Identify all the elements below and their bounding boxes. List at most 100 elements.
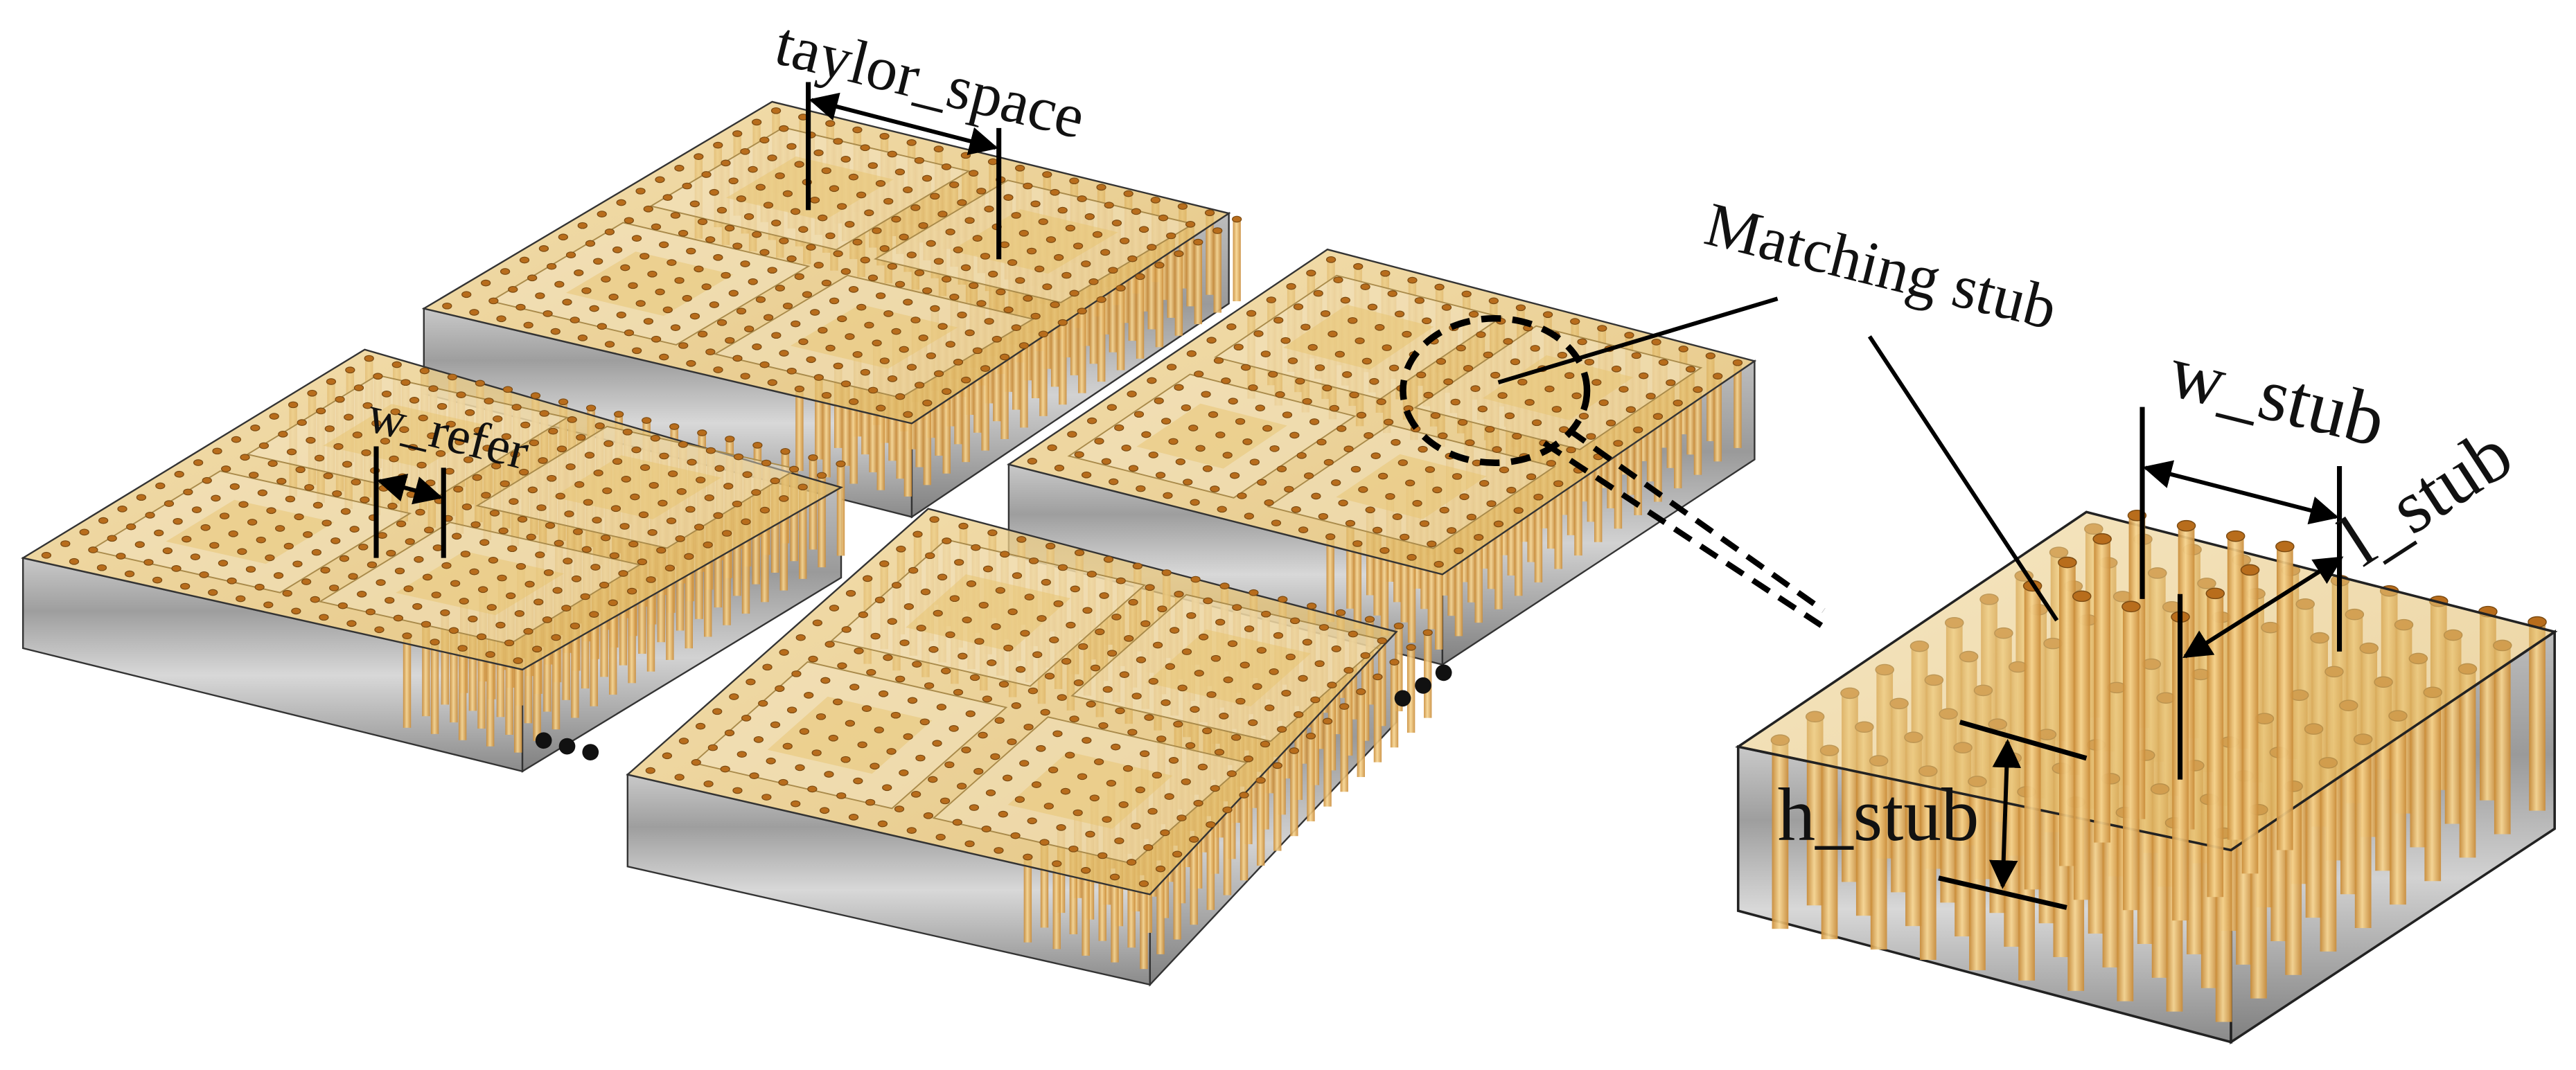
- l-stub-arrow: [2182, 556, 2344, 659]
- pillar-top: [812, 619, 822, 627]
- zoom-highlight-circle: [1400, 314, 1591, 466]
- pillar-top: [555, 492, 565, 500]
- pillar-top: [1188, 425, 1199, 431]
- pillar-top: [1024, 594, 1034, 600]
- pillar-top: [1331, 479, 1341, 486]
- pillar-top: [1293, 303, 1304, 310]
- pillar-top: [1325, 533, 1336, 540]
- pillar-top: [694, 524, 705, 530]
- pillar-top: [870, 763, 880, 770]
- pillar-top: [649, 481, 659, 489]
- pillar-top: [1260, 740, 1271, 748]
- pillar-top: [1512, 432, 1522, 440]
- pillar-top: [1090, 664, 1101, 672]
- pillar-top: [1349, 391, 1359, 399]
- pillar: [1273, 765, 1282, 851]
- pillar-top: [1108, 267, 1118, 274]
- pillar-top: [682, 182, 692, 190]
- pillar-top: [529, 439, 540, 447]
- pillar-top: [1322, 717, 1333, 725]
- pillar-top: [1486, 500, 1497, 508]
- pillar-top: [592, 517, 602, 524]
- pillar-top: [1333, 276, 1343, 284]
- pillar-top: [1375, 323, 1385, 331]
- pillar-top: [1038, 218, 1048, 226]
- pillar-top: [1361, 357, 1373, 365]
- pillar-top: [732, 355, 743, 362]
- pillar-top: [810, 309, 820, 316]
- pillar-top: [933, 145, 944, 152]
- pillar-top: [1611, 365, 1622, 373]
- pillar-top: [759, 249, 770, 256]
- pillar-top: [1040, 708, 1050, 716]
- pillar-top: [698, 330, 708, 338]
- pillar-top: [964, 840, 975, 848]
- pillar-top: [922, 400, 933, 407]
- pillar-top: [455, 438, 465, 446]
- pillar-top: [1015, 277, 1025, 284]
- pillar: [1587, 436, 1596, 522]
- board-right: [1007, 248, 1757, 666]
- pillar-top: [1257, 479, 1267, 486]
- pillar-top: [1053, 600, 1064, 607]
- unit-cell-core-0: [565, 251, 734, 316]
- pillar: [714, 515, 723, 608]
- pillar-top: [608, 294, 619, 301]
- pillar-top: [1104, 202, 1114, 209]
- pillar-top: [481, 492, 491, 499]
- pillar-top: [1380, 269, 1391, 277]
- pillar-top: [854, 648, 864, 654]
- pillar-top: [562, 298, 572, 306]
- pillar: [685, 556, 694, 649]
- pillar-top: [797, 483, 808, 491]
- pillar-top: [1111, 220, 1122, 226]
- pillar-top: [1678, 345, 1688, 353]
- pillar-top: [759, 136, 770, 144]
- pillar-top: [314, 454, 325, 462]
- pillar-top: [498, 527, 509, 535]
- pillar-top: [744, 326, 755, 332]
- pillar-top: [721, 530, 732, 537]
- pillar-top: [519, 256, 530, 264]
- pillar-top: [1433, 560, 1444, 568]
- pillar-top: [581, 287, 592, 294]
- pillar-top: [1050, 301, 1060, 308]
- pillar-top: [1422, 317, 1432, 325]
- pillar-top: [829, 185, 840, 193]
- pillar-top: [1318, 624, 1330, 631]
- pillar-top: [953, 688, 964, 696]
- pillar-top: [616, 199, 626, 206]
- pillar-top: [1148, 451, 1158, 458]
- pillar-top: [786, 706, 797, 714]
- pillar-top: [1060, 787, 1071, 795]
- pillar-top: [126, 523, 136, 530]
- pillar-top: [1147, 244, 1157, 251]
- pillar: [1870, 760, 1887, 950]
- pillar-top: [864, 209, 874, 217]
- pillar-top: [1095, 628, 1105, 636]
- pillar-top: [563, 558, 573, 564]
- pillar-top: [585, 240, 596, 247]
- pillar-top: [724, 224, 735, 232]
- pillar-top: [1007, 259, 1018, 266]
- pillar-top: [848, 173, 859, 181]
- pillar-top: [674, 277, 685, 284]
- pillar-top: [1018, 342, 1030, 349]
- pillar-top: [949, 725, 959, 732]
- pillar: [477, 636, 486, 729]
- pillar-top: [453, 485, 464, 493]
- board-top-center-pillar-tops: [442, 107, 1242, 418]
- pillar-top: [906, 364, 917, 371]
- pillar-top: [819, 807, 830, 814]
- pillar-top: [409, 397, 420, 404]
- pillar: [1059, 322, 1067, 405]
- pillar-top: [1023, 723, 1034, 731]
- pillar-top: [891, 215, 901, 223]
- pillar-top: [647, 529, 658, 536]
- pillar-top: [1422, 629, 1433, 636]
- pillar-top: [1038, 330, 1049, 338]
- pillar-top: [678, 229, 689, 237]
- pillar-top: [770, 107, 782, 114]
- pillar: [1594, 456, 1603, 542]
- pillar-top: [301, 578, 312, 585]
